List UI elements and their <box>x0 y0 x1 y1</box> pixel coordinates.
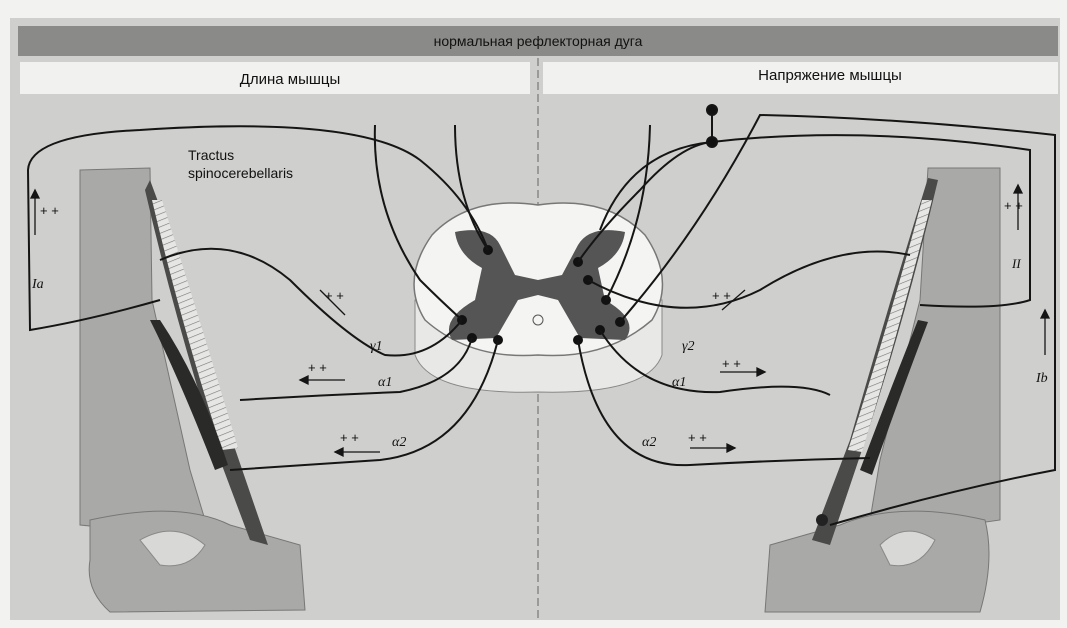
alpha1-left-label: α1 <box>378 375 392 390</box>
alpha2-right-label: α2 <box>642 435 656 450</box>
gamma1-label: γ1 <box>370 339 383 354</box>
plus-signs: + + <box>688 430 707 445</box>
plus-signs: + + <box>325 288 344 303</box>
ia-label: Ia <box>31 277 44 292</box>
plus-signs: + + <box>40 203 59 218</box>
alpha1-right-label: α1 <box>672 375 686 390</box>
alpha2-left-label: α2 <box>392 435 406 450</box>
plus-signs: + + <box>712 288 731 303</box>
tractus-label: Tractus <box>188 147 234 163</box>
left-panel-title: Длина мышцы <box>240 71 341 88</box>
plus-signs: + + <box>308 360 327 375</box>
right-panel-title: Напряжение мышцы <box>758 67 902 84</box>
central-canal <box>533 315 543 325</box>
golgi-tendon-organ <box>816 514 828 526</box>
neuron <box>707 137 717 147</box>
gamma2-label: γ2 <box>682 339 695 354</box>
ib-label: Ib <box>1035 371 1048 386</box>
plus-signs: + + <box>1004 198 1023 213</box>
ii-label: II <box>1011 256 1021 271</box>
plus-signs: + + <box>722 356 741 371</box>
neuron <box>707 105 717 115</box>
spinocerebellaris-label: spinocerebellaris <box>188 165 293 181</box>
plus-signs: + + <box>340 430 359 445</box>
diagram-title: нормальная рефлекторная дуга <box>434 33 643 49</box>
